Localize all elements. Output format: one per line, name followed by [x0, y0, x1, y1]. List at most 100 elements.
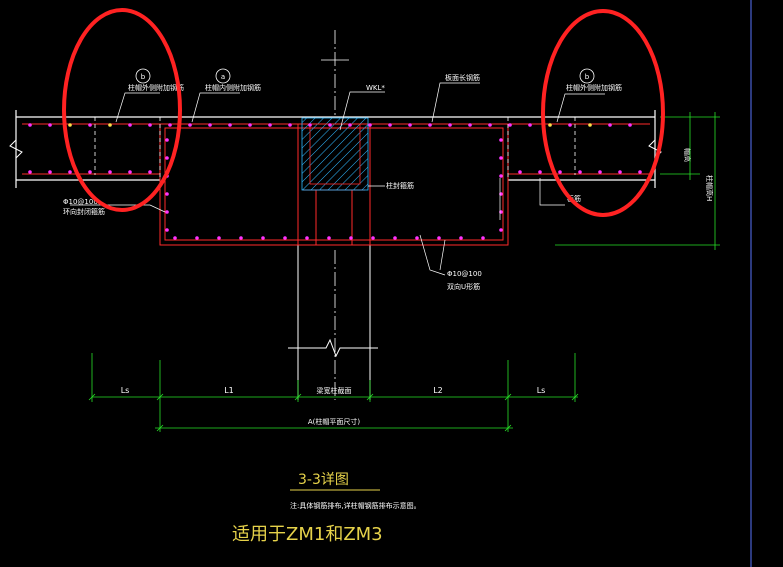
- rebar-dot: [499, 174, 503, 178]
- column: [288, 245, 378, 400]
- u-bar: 双向U形筋: [447, 282, 480, 291]
- rebar-dot: [459, 236, 463, 240]
- rebar-dot: [165, 138, 169, 142]
- dim-l1: L1: [224, 386, 234, 395]
- rebar-dot: [408, 123, 412, 127]
- rebar-dot: [28, 170, 32, 174]
- rebar-dot: [468, 123, 472, 127]
- rebar-dot: [28, 123, 32, 127]
- rebar-dot: [268, 123, 272, 127]
- rebar-dot: [68, 123, 72, 127]
- cap-height-label: 帽高: [683, 148, 692, 162]
- leader-lines: [70, 82, 605, 276]
- u-bar-spec: Φ10@100: [447, 270, 482, 278]
- rebar-dot: [499, 228, 503, 232]
- rebar-dot: [288, 123, 292, 127]
- rebar-dot: [368, 123, 372, 127]
- rebar-dot: [528, 123, 532, 127]
- rebar-dot: [261, 236, 265, 240]
- rebar-dot: [558, 170, 562, 174]
- rebar-dot: [628, 123, 632, 127]
- rebar-dot: [217, 236, 221, 240]
- rebar-dot: [165, 210, 169, 214]
- rebar-dot: [283, 236, 287, 240]
- rebar-dot: [388, 123, 392, 127]
- rebar-dot: [481, 236, 485, 240]
- cap-side-rebar-right: 柱帽外侧附加钢筋: [566, 83, 622, 92]
- rebar-dot: [618, 170, 622, 174]
- rebar-dot: [348, 123, 352, 127]
- cap-inner-rebar: 柱帽内侧附加钢筋: [205, 83, 261, 92]
- rebar-dot: [428, 123, 432, 127]
- bubble-a: a: [221, 73, 225, 81]
- rebar-dot: [88, 170, 92, 174]
- rebar-dot: [108, 123, 112, 127]
- rebar-dot: [48, 170, 52, 174]
- rebar-dot: [148, 170, 152, 174]
- vertical-dimensions: [555, 112, 720, 250]
- rebar-dot: [518, 170, 522, 174]
- dim-ls-right: Ls: [537, 386, 546, 395]
- rebar-dot: [108, 170, 112, 174]
- rebar-dot: [393, 236, 397, 240]
- rebar-dot: [168, 123, 172, 127]
- rebar-dot: [228, 123, 232, 127]
- beam-mark: WKL*: [366, 84, 385, 92]
- ring-stirrup: 环向封闭箍筋: [63, 207, 105, 216]
- horizontal-dimensions: [88, 353, 579, 432]
- detail-note: 注:具体钢筋排布,详柱帽钢筋排布示意图。: [290, 501, 421, 510]
- rebar-dot: [415, 236, 419, 240]
- rebar-dot: [248, 123, 252, 127]
- rebar-dot: [568, 123, 572, 127]
- rebar-dot: [548, 123, 552, 127]
- rebar-dot: [608, 123, 612, 127]
- rebar-dot: [371, 236, 375, 240]
- rebar-dot: [588, 123, 592, 127]
- rebar-dot: [165, 228, 169, 232]
- rebar-dot: [148, 123, 152, 127]
- rebar-dot: [578, 170, 582, 174]
- beam-section-hatch: [301, 117, 369, 191]
- rebar-dot: [305, 236, 309, 240]
- rebar-dot: [448, 123, 452, 127]
- rebar-dot: [239, 236, 243, 240]
- rebar-dot: [165, 156, 169, 160]
- center-axis: [321, 30, 349, 400]
- rebar-dot: [68, 170, 72, 174]
- rebar-dot: [437, 236, 441, 240]
- rebar-dot: [598, 170, 602, 174]
- bubble-b-right: b: [585, 73, 590, 81]
- beam-stirrup: [309, 123, 361, 185]
- rebar-dot: [488, 123, 492, 127]
- rebar-dot: [165, 192, 169, 196]
- rebar-dot: [48, 123, 52, 127]
- rebar-dot: [128, 123, 132, 127]
- rebar-dot: [508, 123, 512, 127]
- rebar-dot: [195, 236, 199, 240]
- rebar-dot: [638, 170, 642, 174]
- ring-stirrup-spec: Φ10@100: [63, 198, 98, 206]
- rebar-dot: [499, 156, 503, 160]
- rebar-dots: [28, 123, 642, 240]
- rebar-dot: [349, 236, 353, 240]
- rebar-dot: [128, 170, 132, 174]
- rebar-dot: [173, 236, 177, 240]
- applies-to: 适用于ZM1和ZM3: [232, 524, 383, 545]
- dim-a: A(柱帽平面尺寸): [308, 417, 361, 426]
- column-cap-height-label: 柱帽高H: [705, 175, 714, 201]
- rebar-dot: [188, 123, 192, 127]
- slab-top-rebar: 板面长钢筋: [445, 73, 480, 82]
- cap-side-rebar-left: 柱帽外侧附加钢筋: [128, 83, 184, 92]
- section-bubble: [135, 68, 595, 84]
- dim-column-width: 梁宽柱截面: [317, 386, 352, 395]
- slab-bar: 板筋: [567, 194, 581, 203]
- cap-dashed-lines: [94, 117, 576, 180]
- detail-title: 3-3详图: [298, 472, 349, 488]
- bubble-b-left: b: [141, 73, 146, 81]
- column-stirrup: 柱封箍筋: [386, 181, 414, 190]
- rebar-dot: [327, 236, 331, 240]
- rebar-dot: [208, 123, 212, 127]
- dim-l2: L2: [433, 386, 443, 395]
- rebar-dot: [328, 123, 332, 127]
